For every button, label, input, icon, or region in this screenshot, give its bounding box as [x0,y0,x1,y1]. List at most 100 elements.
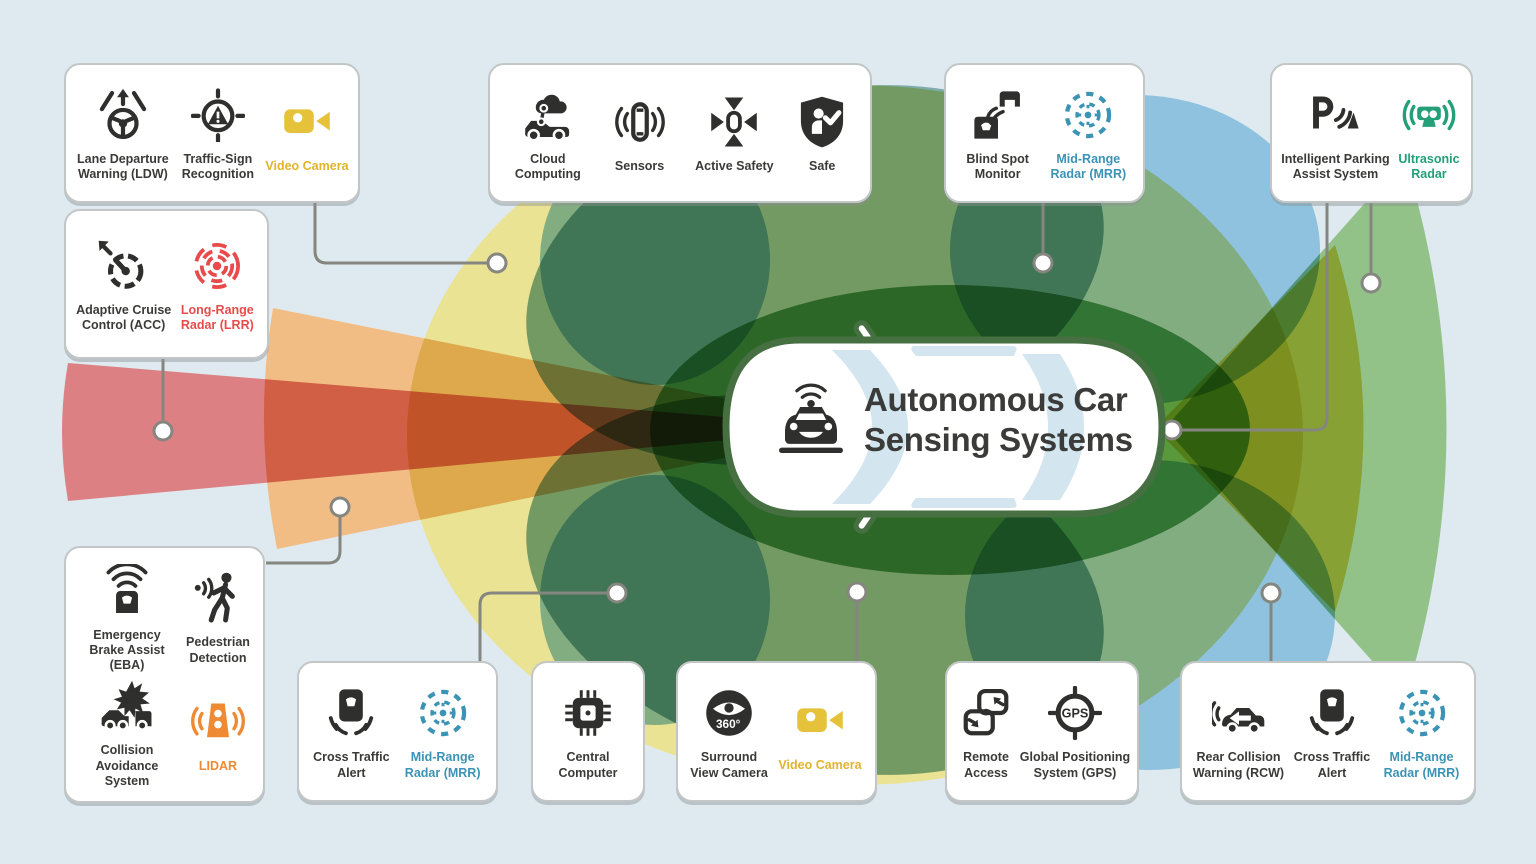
list-item: Collision Avoidance System [75,675,179,789]
item-label: Traffic-Sign Recognition [181,151,254,181]
title-line-1: Autonomous Car [864,381,1128,419]
car-side-window-top [911,346,1017,356]
connector-line [313,202,497,265]
item-label: Intelligent Parking Assist System [1281,151,1390,181]
parking-assist-icon [1308,84,1362,146]
cross-traffic-icon [324,682,378,744]
autonomous-car-icon [772,376,850,464]
card-rear-collision: Rear Collision Warning (RCW) Cross Traff… [1180,661,1476,802]
list-item: Central Computer [543,682,633,781]
mid-range-radar-icon [1395,682,1449,744]
list-item: Video Camera [774,690,866,773]
item-label: Video Camera [778,757,862,772]
ultrasonic-zone [1165,158,1447,698]
list-item: Remote Access [953,682,1019,781]
item-label: Lane Departure Warning (LDW) [77,151,169,181]
connector-dot [486,252,508,274]
list-item: LIDAR [182,691,254,774]
title-text: Autonomous Car Sensing Systems [864,380,1133,459]
video-camera-icon [793,690,847,752]
gps-icon [1048,682,1102,744]
list-item: Long-Range Radar (LRR) [175,235,259,334]
item-label: Blind Spot Monitor [966,151,1029,181]
list-item: Traffic-Sign Recognition [174,84,262,183]
list-item: Blind Spot Monitor [956,84,1040,183]
long-range-radar-zone [62,363,858,501]
connector-dot [1032,252,1054,274]
video-camera-icon [280,91,334,153]
list-item: Mid-Range Radar (MRR) [1043,84,1133,183]
connector-dot [846,581,868,603]
item-label: Video Camera [265,159,349,174]
connector-dot [152,420,174,442]
list-item: Ultrasonic Radar [1393,84,1465,183]
surround-view-icon [702,682,756,744]
card-cross-traffic: Cross Traffic Alert Mid-Range Radar (MRR… [297,661,498,802]
remote-access-icon [959,682,1013,744]
car-rear-window [1022,354,1084,500]
shield-check-icon [795,91,849,153]
connector-dot [1360,272,1382,294]
card-blind-spot: Blind Spot Monitor Mid-Range Radar (MRR) [944,63,1145,203]
item-label: Long-Range Radar (LRR) [180,302,254,332]
card-parking-assist: Intelligent Parking Assist System Ultras… [1270,63,1473,203]
connector-line [1172,202,1329,432]
long-range-radar-icon [190,235,244,297]
item-label: Collision Avoidance System [95,743,159,788]
pedestrian-icon [191,567,245,629]
card-cloud-safety: Cloud Computing Sensors Active Safety Sa… [488,63,872,203]
speedometer-icon [97,235,151,297]
item-label: Safe [808,159,836,174]
list-item: Active Safety [688,91,780,174]
list-item: Cloud Computing [505,84,591,183]
item-label: Sensors [614,159,665,174]
card-surround-view: Surround View Camera Video Camera [676,661,877,802]
rear-collision-icon [1212,682,1266,744]
list-item: Rear Collision Warning (RCW) [1190,682,1288,781]
card-lane-departure: Lane Departure Warning (LDW) Traffic-Sig… [64,63,360,203]
list-item: Emergency Brake Assist (EBA) [75,560,179,674]
card-collision-avoidance: Emergency Brake Assist (EBA) Pedestrian … [64,546,265,803]
item-label: Central Computer [558,750,618,780]
list-item: Lane Departure Warning (LDW) [72,84,174,183]
list-item: Intelligent Parking Assist System [1278,84,1393,183]
item-label: Cross Traffic Alert [313,750,390,780]
item-label: Pedestrian Detection [186,635,250,665]
list-item: Global Positioning System (GPS) [1019,682,1131,781]
list-item: Cross Traffic Alert [307,682,395,781]
list-item: Sensors [600,91,680,174]
active-safety-icon [707,91,761,153]
connector-dot [1260,582,1282,604]
connector-line [478,591,617,662]
item-label: Global Positioning System (GPS) [1019,750,1131,780]
cross-traffic-icon [1305,682,1359,744]
item-label: Mid-Range Radar (MRR) [1050,151,1127,181]
diagram-title: Autonomous Car Sensing Systems [772,376,1133,464]
list-item: Pedestrian Detection [182,567,254,666]
mid-range-radar-icon [1061,84,1115,146]
car-windshield [832,350,908,504]
item-label: Ultrasonic Radar [1398,151,1460,181]
card-adaptive-cruise: Adaptive Cruise Control (ACC) Long-Range… [64,209,269,359]
list-item: Adaptive Cruise Control (ACC) [74,235,174,334]
card-central-computer: Central Computer [531,661,645,802]
list-item: Video Camera [262,91,352,174]
ultrasonic-sensor-icon [1402,84,1456,146]
lidar-icon [191,691,245,753]
traffic-sign-icon [191,84,245,146]
item-label: Mid-Range Radar (MRR) [404,750,481,780]
steering-wheel-icon [96,84,150,146]
connector-line [266,507,342,565]
item-label: Active Safety [695,159,774,174]
item-label: Rear Collision Warning (RCW) [1192,750,1285,780]
car-sensors-icon [613,91,667,153]
item-label: Surround View Camera [690,750,768,780]
item-label: Cross Traffic Alert [1293,750,1371,780]
item-label: Cloud Computing [514,151,581,181]
item-label: Remote Access [963,750,1009,780]
connector-dot [606,582,628,604]
mid-range-radar-icon [416,682,470,744]
title-line-2: Sensing Systems [864,421,1133,458]
item-label: Mid-Range Radar (MRR) [1383,750,1460,780]
